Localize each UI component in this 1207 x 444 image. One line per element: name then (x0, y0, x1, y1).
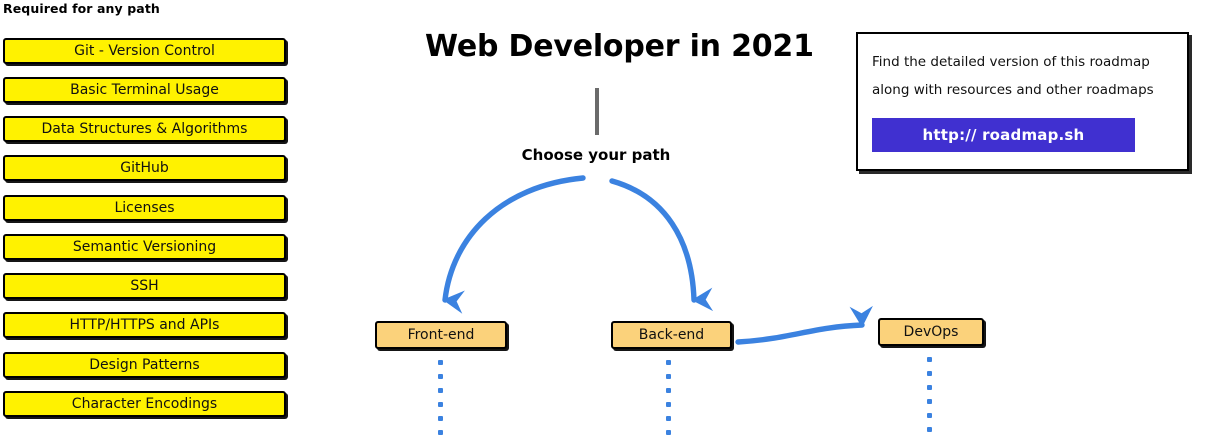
page-title: Web Developer in 2021 (425, 29, 814, 64)
required-topic-git[interactable]: Git - Version Control (3, 38, 286, 64)
required-topic-licenses[interactable]: Licenses (3, 195, 286, 221)
required-topic-label: Data Structures & Algorithms (41, 121, 248, 137)
title-stem-connector (595, 88, 599, 135)
path-node-frontend[interactable]: Front-end (375, 321, 507, 349)
path-node-backend[interactable]: Back-end (611, 321, 732, 349)
required-topic-label: Basic Terminal Usage (70, 82, 219, 98)
required-topic-ssh[interactable]: SSH (3, 273, 286, 299)
path-node-label: Front-end (407, 327, 475, 343)
required-topic-dsa[interactable]: Data Structures & Algorithms (3, 116, 286, 142)
arrow-to-backend (609, 178, 714, 312)
required-topic-char-encodings[interactable]: Character Encodings (3, 391, 286, 417)
choose-your-path-label: Choose your path (521, 146, 671, 164)
required-topic-label: Design Patterns (89, 357, 200, 373)
path-node-label: Back-end (638, 327, 705, 343)
required-section-heading: Required for any path (3, 1, 160, 16)
path-node-devops[interactable]: DevOps (878, 318, 984, 346)
required-topic-design-patterns[interactable]: Design Patterns (3, 352, 286, 378)
dotted-trail-frontend (438, 360, 444, 444)
info-text-line-2: along with resources and other roadmaps (872, 82, 1154, 98)
required-topic-label: HTTP/HTTPS and APIs (69, 317, 220, 333)
required-topic-label: SSH (130, 278, 159, 294)
roadmap-url-button[interactable]: http:// roadmap.sh (872, 118, 1135, 152)
dotted-trail-devops (927, 357, 933, 441)
required-topic-label: Licenses (114, 200, 175, 216)
required-topic-github[interactable]: GitHub (3, 155, 286, 181)
required-topic-label: Git - Version Control (74, 43, 215, 59)
roadmap-info-box: Find the detailed version of this roadma… (856, 32, 1189, 171)
arrow-backend-to-devops (735, 305, 873, 345)
info-text-line-1: Find the detailed version of this roadma… (872, 54, 1150, 70)
path-node-label: DevOps (903, 324, 959, 340)
required-topic-terminal[interactable]: Basic Terminal Usage (3, 77, 286, 103)
required-topic-label: Semantic Versioning (72, 239, 217, 255)
required-topic-http-apis[interactable]: HTTP/HTTPS and APIs (3, 312, 286, 338)
required-topic-semver[interactable]: Semantic Versioning (3, 234, 286, 260)
required-topic-label: GitHub (120, 160, 169, 176)
required-topic-label: Character Encodings (71, 396, 218, 412)
dotted-trail-backend (666, 360, 672, 444)
arrow-to-frontend (442, 175, 586, 314)
roadmap-url-label: http:// roadmap.sh (922, 126, 1085, 144)
